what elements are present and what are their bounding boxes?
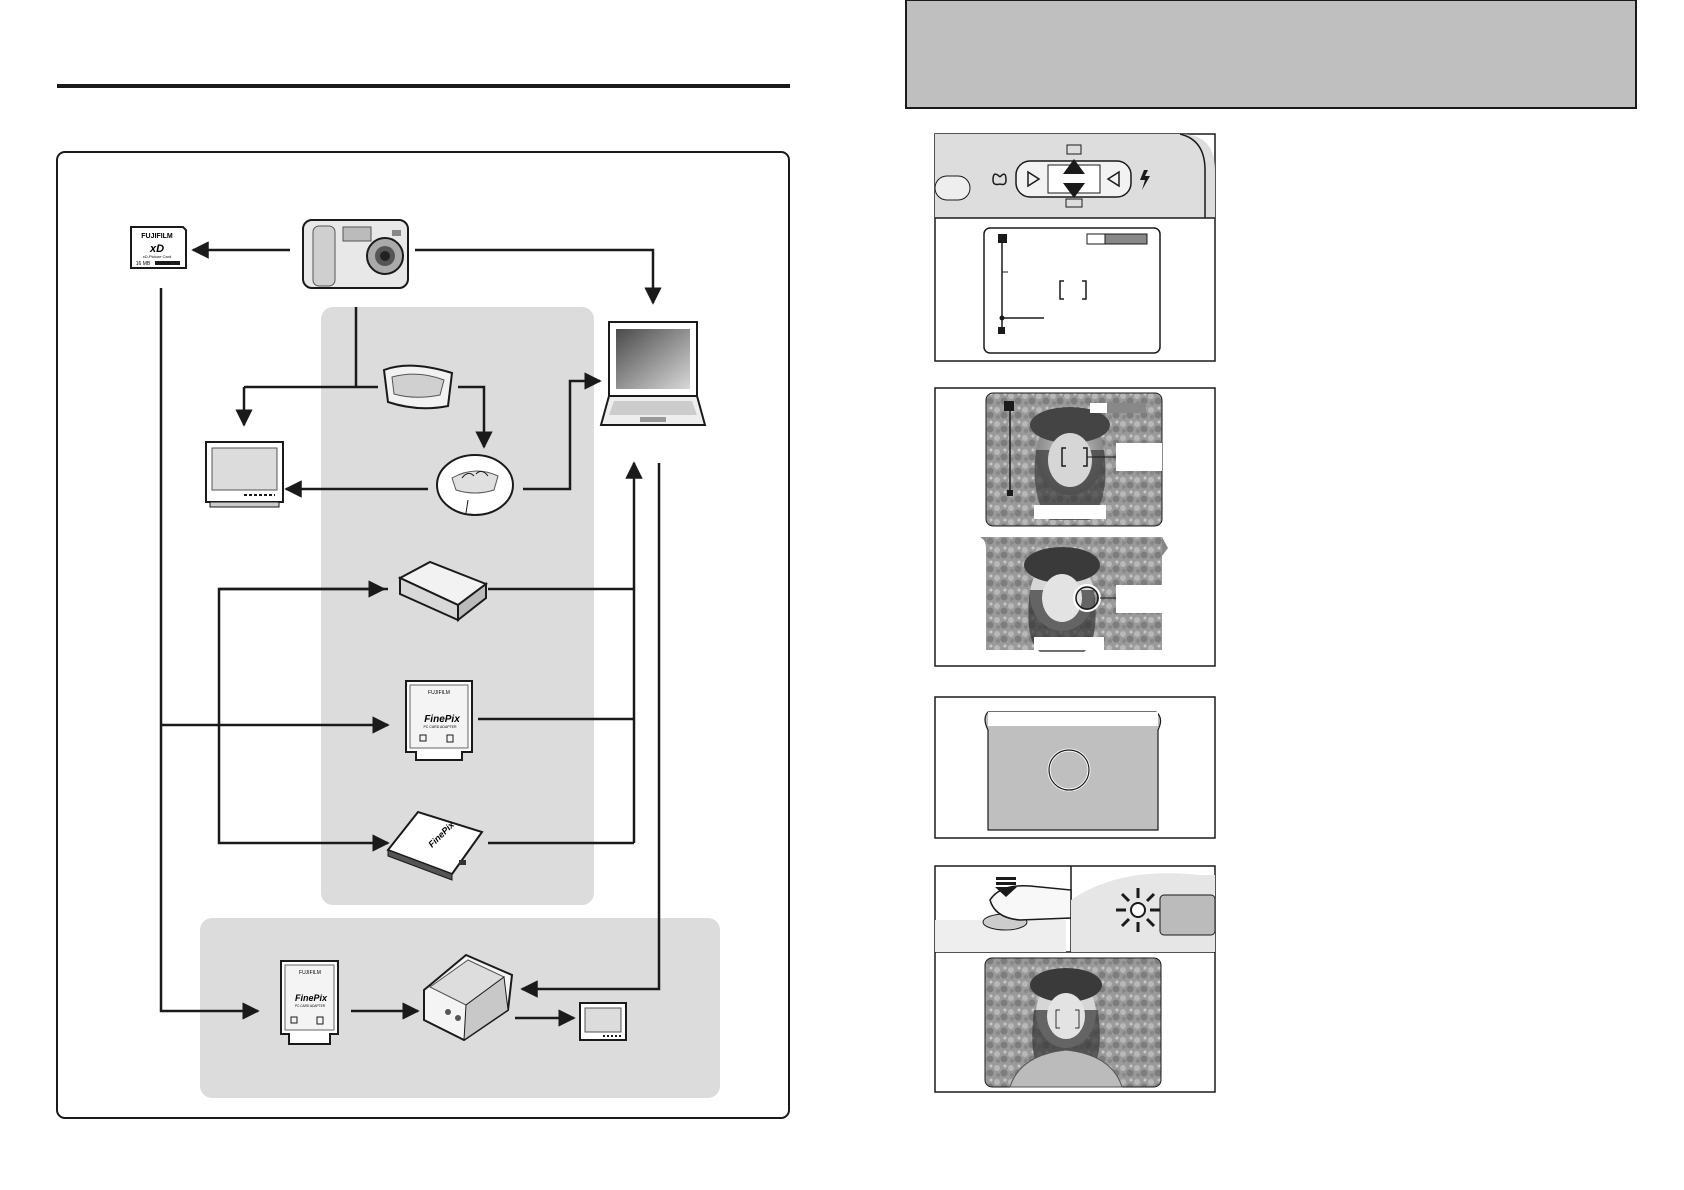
- svg-text:FUJIFILM: FUJIFILM: [141, 233, 173, 240]
- lcd-screen: [983, 227, 1161, 354]
- printer-pc-card-adapter: FUJIFILM FinePix PC CARD ADAPTER: [280, 960, 339, 1045]
- printer: [423, 953, 514, 1042]
- figure-framing: [934, 387, 1216, 667]
- cradle: [382, 364, 454, 410]
- tele-icon: [1066, 144, 1082, 155]
- cradle-to-picturecradle-arrow: [458, 385, 493, 449]
- press-down-arrow-icon: [995, 887, 1017, 897]
- camera-to-pc-arrow: [415, 248, 662, 305]
- svg-text:16 MB: 16 MB: [136, 261, 151, 267]
- pc-card-adapter: FUJIFILM FinePix PC CARD ADAPTER: [405, 680, 473, 761]
- svg-text:PC CARD ADAPTER: PC CARD ADAPTER: [295, 1004, 326, 1008]
- svg-text:PC CARD ADAPTER: PC CARD ADAPTER: [423, 725, 457, 729]
- right-button-icon: [1106, 170, 1120, 188]
- system-diagram: FUJIFILM xD xD-Picture Card 16 MB: [56, 151, 790, 1119]
- svg-text:FinePix: FinePix: [424, 714, 460, 725]
- xd-card: FUJIFILM xD xD-Picture Card 16 MB: [130, 226, 187, 269]
- figure-shutter-press: [934, 865, 1216, 1093]
- tv-monitor-small: [579, 1002, 627, 1041]
- compactflash-adapter: FinePix: [386, 810, 484, 881]
- zoom-in-arrow-icon: [1063, 159, 1085, 174]
- figure-focus-circle: [934, 696, 1216, 839]
- svg-text:FinePix: FinePix: [295, 993, 328, 1003]
- svg-text:xD-Picture Card: xD-Picture Card: [143, 254, 171, 259]
- left-button-icon: [1027, 170, 1041, 188]
- card-to-printer-adapter-arrow: [159, 288, 260, 1020]
- macro-icon: [992, 173, 1007, 186]
- picturecradle-to-pc-arrow: [523, 372, 602, 491]
- indicator-lamp-icon: [1130, 902, 1146, 918]
- card-reader: [397, 560, 489, 623]
- figure-zoom-control: [934, 133, 1216, 362]
- pc-to-printer-arrow: [520, 463, 661, 998]
- svg-text:FUJIFILM: FUJIFILM: [299, 970, 321, 976]
- camera: [302, 219, 409, 289]
- wide-icon: [1065, 198, 1083, 208]
- svg-text:xD: xD: [149, 243, 164, 255]
- flash-icon: [1140, 170, 1150, 190]
- zoom-out-arrow-icon: [1063, 183, 1085, 198]
- svg-text:FUJIFILM: FUJIFILM: [428, 690, 450, 696]
- tv-monitor: [205, 441, 284, 508]
- laptop: [599, 321, 707, 426]
- lamp-blink-rays: [1116, 888, 1160, 932]
- picture-cradle: [436, 454, 514, 516]
- header-band: [905, 0, 1637, 109]
